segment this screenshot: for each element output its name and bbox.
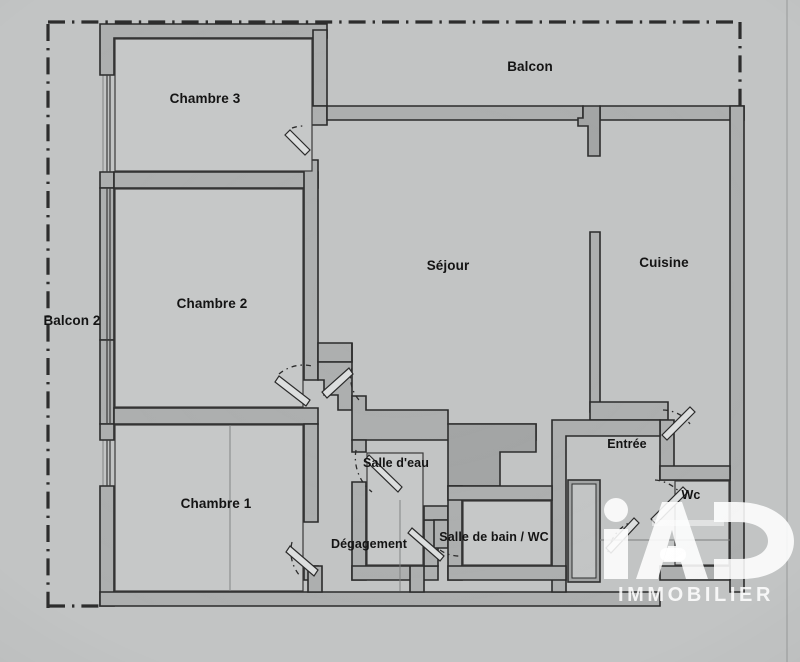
wall-balcony-pier <box>577 105 601 157</box>
floor-sallebain <box>463 501 551 565</box>
door-arc-chambre1 <box>290 541 301 577</box>
wall-left-chambre1 <box>99 485 115 607</box>
floor-chambre1 <box>115 425 303 591</box>
door-arc-sdb <box>439 549 463 557</box>
wall-wc-bottom <box>659 565 731 581</box>
room-label-entree: Entrée <box>607 437 647 451</box>
wall-wc-top <box>659 465 731 481</box>
door-arc-entree <box>662 409 691 425</box>
door-leaf-sejour <box>321 367 354 399</box>
door-arc-chambre3 <box>291 125 306 129</box>
room-label-wc: Wc <box>682 488 701 502</box>
room-label-salle-deau: Salle d'eau <box>363 456 429 470</box>
wall-salledeau-bottom <box>351 565 439 581</box>
outline-chambre1 <box>114 424 304 592</box>
room-label-chambre3: Chambre 3 <box>170 91 241 106</box>
door-leaf-chambre3 <box>284 129 311 156</box>
wall-between-chambre3-chambre2 <box>113 171 319 189</box>
wall-sejour-top-right-run <box>599 105 745 121</box>
room-label-chambre1: Chambre 1 <box>181 496 252 511</box>
wall-bottom-exterior <box>99 591 661 607</box>
wall-left-jamb-b <box>99 423 115 441</box>
outline-chambre2 <box>114 188 304 408</box>
floor-chambre3 <box>115 39 312 171</box>
room-label-chambre2: Chambre 2 <box>177 296 248 311</box>
outline-salledeau <box>366 452 424 566</box>
wall-chambre3-right-upper <box>312 29 328 107</box>
room-label-balcon2: Balcon 2 <box>43 313 100 328</box>
wall-cuisine-partition <box>589 231 601 413</box>
room-label-degagement: Dégagement <box>331 537 408 551</box>
wall-salledeau-jamb-top <box>351 439 367 453</box>
door-arc-chambre2 <box>278 364 313 375</box>
room-label-balcon: Balcon <box>507 59 553 74</box>
room-labels-group: Chambre 3 Balcon Chambre 2 Balcon 2 Séjo… <box>43 59 700 551</box>
outline-sallebain <box>462 500 552 566</box>
door-leaf-entree <box>661 406 696 441</box>
wall-chambre2-door-head-nib <box>317 342 353 363</box>
wall-top-left <box>99 23 328 76</box>
wall-degagement-jamb-right <box>409 565 425 593</box>
wall-salledeau-right-step <box>423 505 449 521</box>
door-leaf-chambre2 <box>274 375 311 407</box>
wall-sdb-bottom <box>447 565 567 581</box>
floor-chambre2 <box>115 189 303 407</box>
wall-sejour-top-left-run <box>326 105 584 121</box>
wall-right-exterior <box>729 105 745 593</box>
door-leaf-chambre1 <box>285 545 319 577</box>
wall-left-jamb-a <box>99 171 115 189</box>
balcony-boundary-group <box>46 20 742 608</box>
outline-chambre3 <box>114 38 313 172</box>
room-label-sejour: Séjour <box>427 258 470 273</box>
door-arc-salledeau <box>354 449 373 493</box>
room-label-cuisine: Cuisine <box>639 255 689 270</box>
wall-cuisine-bottom <box>589 401 669 421</box>
door-leaf-sdb <box>407 527 445 562</box>
duct-closet-inner <box>571 483 597 579</box>
wall-chambre2-right <box>303 159 319 381</box>
wall-between-chambre2-chambre1 <box>113 407 319 425</box>
wall-chambre1-right <box>303 423 319 523</box>
wall-sdb-top <box>447 485 553 501</box>
door-leaf-salledeau <box>364 454 403 493</box>
room-label-salle-bain-wc: Salle de bain / WC <box>439 530 548 544</box>
